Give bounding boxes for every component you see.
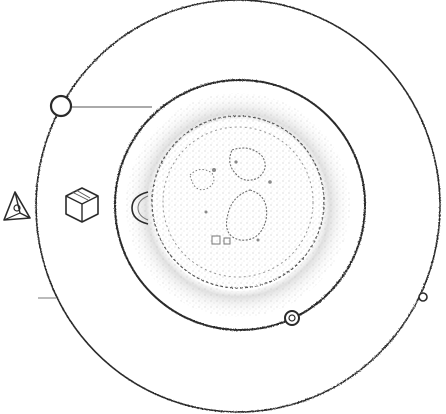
inner-orbit-ring (114, 79, 366, 331)
orbit-node-large[interactable] (49, 94, 73, 118)
planet (151, 115, 325, 289)
orbit-node-inner[interactable] (284, 310, 300, 326)
cube-icon[interactable] (65, 187, 99, 223)
arc-icon[interactable] (131, 191, 149, 225)
orbit-node-small[interactable] (418, 292, 428, 302)
triangle-prism-icon[interactable] (3, 191, 31, 221)
outer-orbit-ring (35, 0, 441, 413)
